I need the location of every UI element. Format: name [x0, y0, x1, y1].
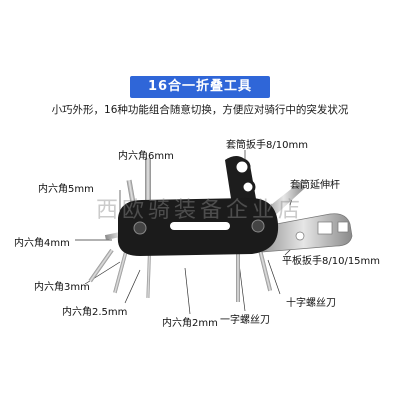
label-hex-5mm: 内六角5mm: [38, 184, 94, 195]
label-hex-2mm: 内六角2mm: [162, 318, 218, 329]
hex-key-6mm: [145, 158, 151, 218]
hex-key-2-5mm: [113, 251, 128, 294]
tool-body: [117, 198, 279, 256]
pivot-bolt-left: [133, 221, 147, 235]
flat-wrench: [254, 213, 353, 253]
flat-screwdriver-bit: [236, 250, 240, 302]
label-socket-wrench: 套筒扳手8/10mm: [226, 140, 308, 151]
body-slot: [170, 222, 230, 230]
label-hex-6mm: 内六角6mm: [118, 151, 174, 162]
label-hex-2-5mm: 内六角2.5mm: [62, 307, 128, 318]
subtitle: 小巧外形，16种功能组合随意切换，方便应对骑行中的突发状况: [51, 104, 349, 116]
cross-screwdriver-bit: [258, 249, 273, 292]
title-banner: 16合一折叠工具: [130, 76, 270, 98]
label-flat-wrench: 平板扳手8/10/15mm: [282, 256, 381, 267]
pivot-bolt-right: [251, 219, 265, 233]
hex-key-2mm: [146, 251, 151, 299]
hex-key-3mm: [88, 248, 114, 283]
label-cross-screwdriver: 十字螺丝刀: [286, 298, 336, 309]
label-hex-3mm: 内六角3mm: [34, 282, 90, 293]
label-socket-extension: 套筒延伸杆: [290, 180, 340, 191]
label-hex-4mm: 内六角4mm: [14, 238, 70, 249]
label-flat-screwdriver: 一字螺丝刀: [220, 315, 270, 326]
watermark: 西欧骑装备企业店: [95, 198, 304, 223]
